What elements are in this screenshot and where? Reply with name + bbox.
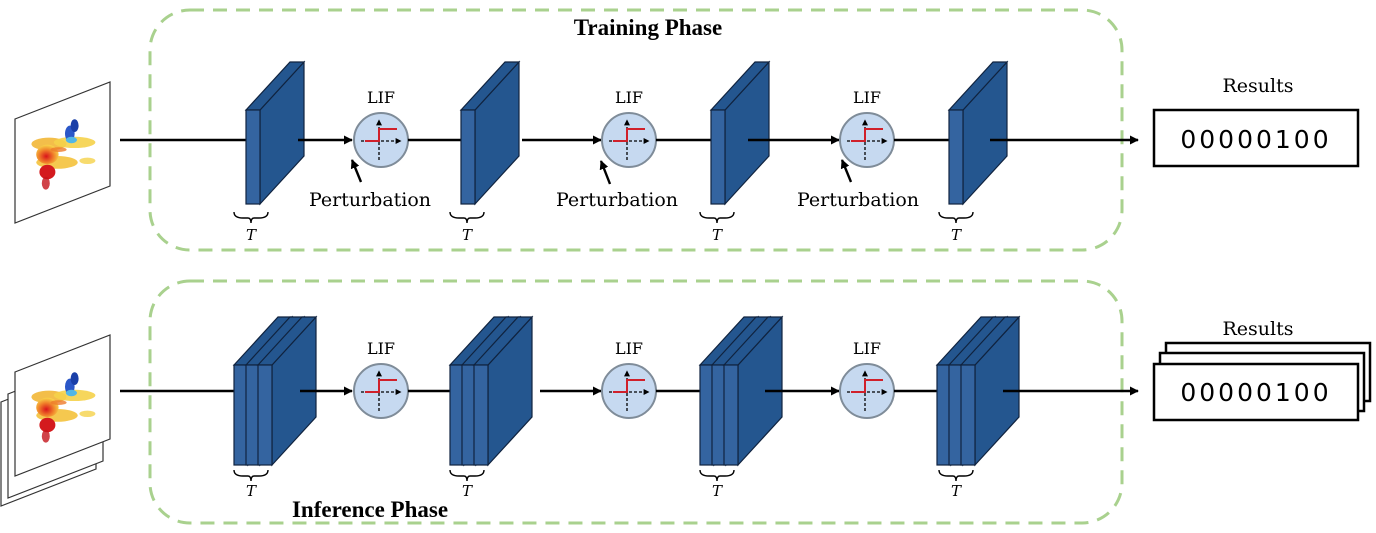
lif-label-6: LIF <box>853 339 881 358</box>
inference-block-3-slice-3 <box>722 315 784 467</box>
inference-block-2 <box>448 315 534 467</box>
training-phase-title: Training Phase <box>574 15 722 40</box>
timestep-label-5: T <box>246 482 257 500</box>
inference-block-3-slice-3-front <box>723 364 739 466</box>
lif-label-3: LIF <box>853 88 881 107</box>
input-image-frame <box>14 81 111 224</box>
inference-brace-2 <box>449 469 485 482</box>
inference-block-4-slice-3-front <box>960 364 976 466</box>
input-image-stacked-frame <box>14 334 111 477</box>
training-brace-4 <box>938 211 974 224</box>
inference-lif-3 <box>839 363 895 419</box>
inference-lif-1-circle <box>353 363 409 419</box>
training-block-4-front <box>948 109 964 205</box>
training-block-2 <box>459 60 521 206</box>
inference-block-3 <box>698 315 784 467</box>
lif-label-2: LIF <box>615 88 643 107</box>
inference-results-value: 00000100 <box>1180 378 1331 407</box>
timestep-label-8: T <box>951 482 962 500</box>
inference-block-4-slice-3 <box>959 315 1021 467</box>
training-lif-2-circle <box>601 112 657 168</box>
training-lif-1-spike-curve <box>365 128 397 142</box>
training-results-box <box>1152 108 1360 168</box>
inference-block-1 <box>232 315 318 467</box>
timestep-label-7: T <box>712 482 723 500</box>
inference-lif-2 <box>601 363 657 419</box>
training-lif-3 <box>839 112 895 168</box>
training-brace-2 <box>449 211 485 224</box>
perturbation-arrow-2 <box>599 160 612 185</box>
inference-lif-3-spike-curve <box>851 379 883 393</box>
timestep-label-6: T <box>462 482 473 500</box>
perturbation-arrow-3 <box>840 159 853 183</box>
training-block-1-front <box>245 109 261 205</box>
lif-label-1: LIF <box>367 88 395 107</box>
inference-block-1-slice-3-front <box>257 364 273 466</box>
inference-lif-1-spike-curve <box>365 379 397 393</box>
timestep-label-3: T <box>712 226 723 244</box>
training-brace-1 <box>233 211 269 224</box>
training-lif-1 <box>353 112 409 168</box>
training-block-4 <box>947 60 1009 206</box>
inference-lif-2-spike-curve <box>613 379 645 393</box>
inference-lif-1 <box>353 363 409 419</box>
perturbation-label-1: Perturbation <box>309 189 431 211</box>
training-lif-3-spike-curve <box>851 128 883 142</box>
training-results-label: Results <box>1223 75 1294 97</box>
training-block-3 <box>709 60 771 206</box>
inference-block-2-slice-3 <box>472 315 534 467</box>
inference-block-4 <box>935 315 1021 467</box>
inference-brace-3 <box>699 469 735 482</box>
training-brace-3 <box>699 211 735 224</box>
training-block-2-front <box>460 109 476 205</box>
training-lif-1-circle <box>353 112 409 168</box>
inference-phase-title: Inference Phase <box>292 497 448 522</box>
inference-brace-4 <box>938 469 974 482</box>
perturbation-label-3: Perturbation <box>797 189 919 211</box>
inference-block-1-slice-3 <box>256 315 318 467</box>
lif-label-5: LIF <box>615 339 643 358</box>
lif-label-4: LIF <box>367 339 395 358</box>
input-image-stacked <box>14 334 111 477</box>
inference-block-2-slice-3-front <box>473 364 489 466</box>
input-image <box>14 81 111 224</box>
training-results-value: 00000100 <box>1180 125 1331 154</box>
diagram-layer <box>0 8 1372 525</box>
timestep-label-1: T <box>246 226 257 244</box>
training-block-3-front <box>710 109 726 205</box>
inference-results-label: Results <box>1223 318 1294 340</box>
training-lif-2-spike-curve <box>613 128 645 142</box>
training-phase-border <box>148 8 1124 252</box>
training-lif-3-circle <box>839 112 895 168</box>
inference-lif-3-circle <box>839 363 895 419</box>
inference-phase-border <box>148 279 1124 525</box>
inference-results-box <box>1152 362 1360 422</box>
timestep-label-2: T <box>462 226 473 244</box>
inference-brace-1 <box>233 469 269 482</box>
training-lif-2 <box>601 112 657 168</box>
training-block-1 <box>244 60 306 206</box>
inference-lif-2-circle <box>601 363 657 419</box>
perturbation-label-2: Perturbation <box>556 189 678 211</box>
perturbation-arrow-1 <box>350 159 363 183</box>
timestep-label-4: T <box>951 226 962 244</box>
